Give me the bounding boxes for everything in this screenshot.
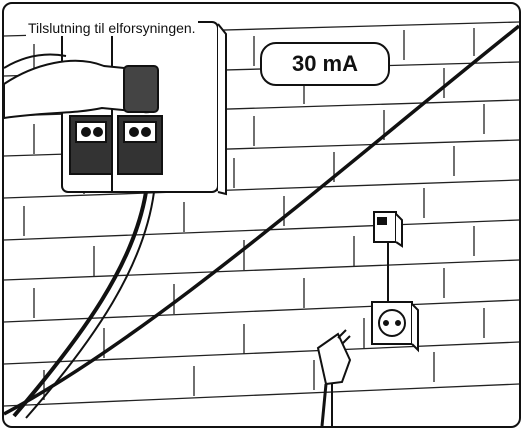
plug-icon <box>318 330 350 426</box>
current-rating-badge: 30 mA <box>260 42 390 86</box>
outlet-cable-shadow <box>26 192 154 418</box>
timer-switch-icon <box>374 212 402 304</box>
caption: Tilslutning til elforsyningen. <box>26 20 198 36</box>
wall-socket-icon <box>372 302 418 350</box>
